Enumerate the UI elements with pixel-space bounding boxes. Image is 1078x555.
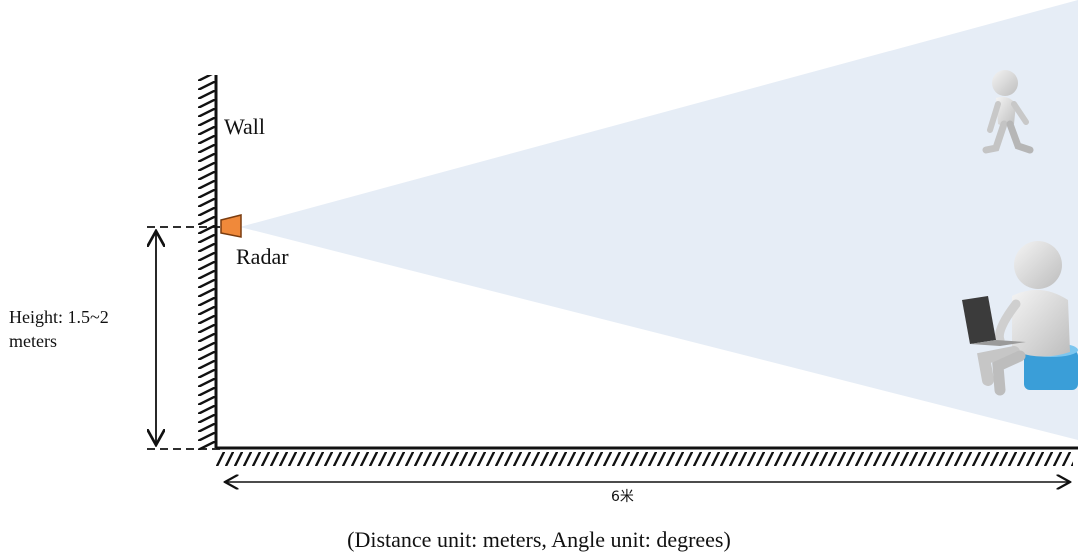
caption: (Distance unit: meters, Angle unit: degr… <box>347 527 731 552</box>
person-with-laptop-icon <box>962 241 1078 396</box>
wall-hatching <box>198 75 215 450</box>
radar-label: Radar <box>236 244 289 269</box>
distance-label: 6米 <box>611 489 634 505</box>
height-label-line2: meters <box>9 331 57 351</box>
floor-hatching <box>216 452 1073 466</box>
radar-coverage-cone <box>240 0 1078 440</box>
height-label-line1: Height: 1.5~2 <box>9 307 109 327</box>
walking-person-icon <box>982 70 1034 154</box>
radar-icon <box>220 214 242 238</box>
wall-label: Wall <box>224 114 265 139</box>
height-label: Height: 1.5~2 meters <box>9 305 109 353</box>
